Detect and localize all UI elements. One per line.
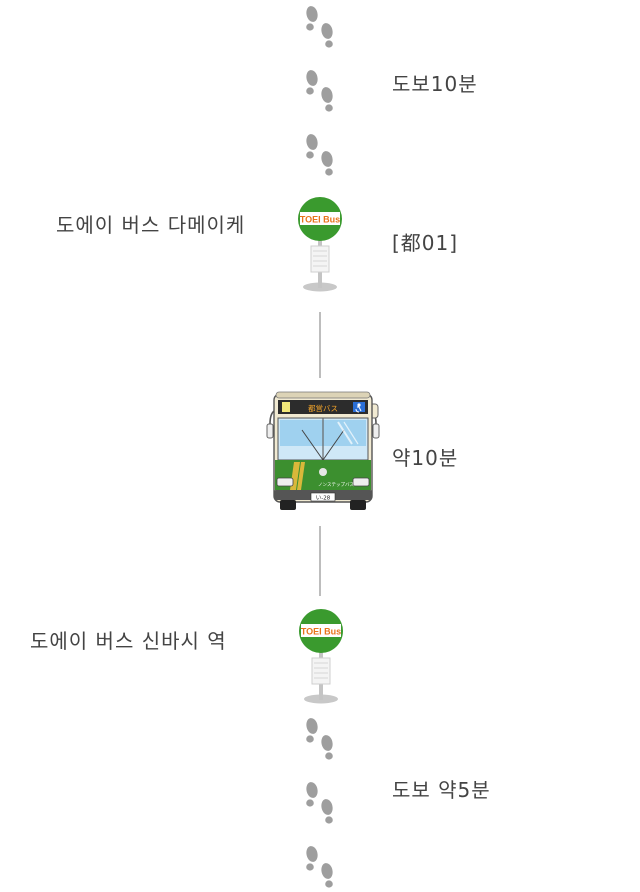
start-sign-text: TOEI Bus — [300, 215, 340, 225]
footprints-icon — [304, 845, 335, 888]
bus-plate-text: い-28 — [316, 495, 331, 502]
end-stop-name: 도에이 버스 신바시 역 — [30, 629, 227, 653]
wheelchair-icon — [357, 403, 361, 407]
footprints-icon — [304, 5, 335, 48]
start-stop-name: 도에이 버스 다메이케 — [56, 213, 246, 237]
bus-icon — [266, 391, 380, 510]
bus-stop-icon — [299, 609, 343, 704]
bus-destination-text: 都営バス — [308, 403, 338, 413]
ride-time: 약10분 — [392, 446, 459, 470]
bus-stop-start: TOEI Bus — [298, 197, 342, 292]
route-connector-top — [319, 312, 321, 378]
bus-side-text: ノンステップバス — [318, 482, 354, 488]
footprints-icon — [304, 133, 335, 176]
bus-stop-end: TOEI Bus — [299, 609, 343, 704]
walk-time-bottom: 도보 약5분 — [392, 778, 491, 802]
end-sign-text: TOEI Bus — [301, 627, 341, 637]
walk-time-top: 도보10분 — [392, 72, 478, 96]
footprints-icon — [304, 717, 335, 760]
footprints-icon — [304, 69, 335, 112]
route-code: [都01] — [392, 231, 459, 255]
route-connector-bottom — [319, 526, 321, 596]
bus-stop-icon — [298, 197, 342, 292]
footprints-icon — [304, 781, 335, 824]
bus-illustration: 都営バス ノンステップバス い-28 — [266, 391, 380, 510]
